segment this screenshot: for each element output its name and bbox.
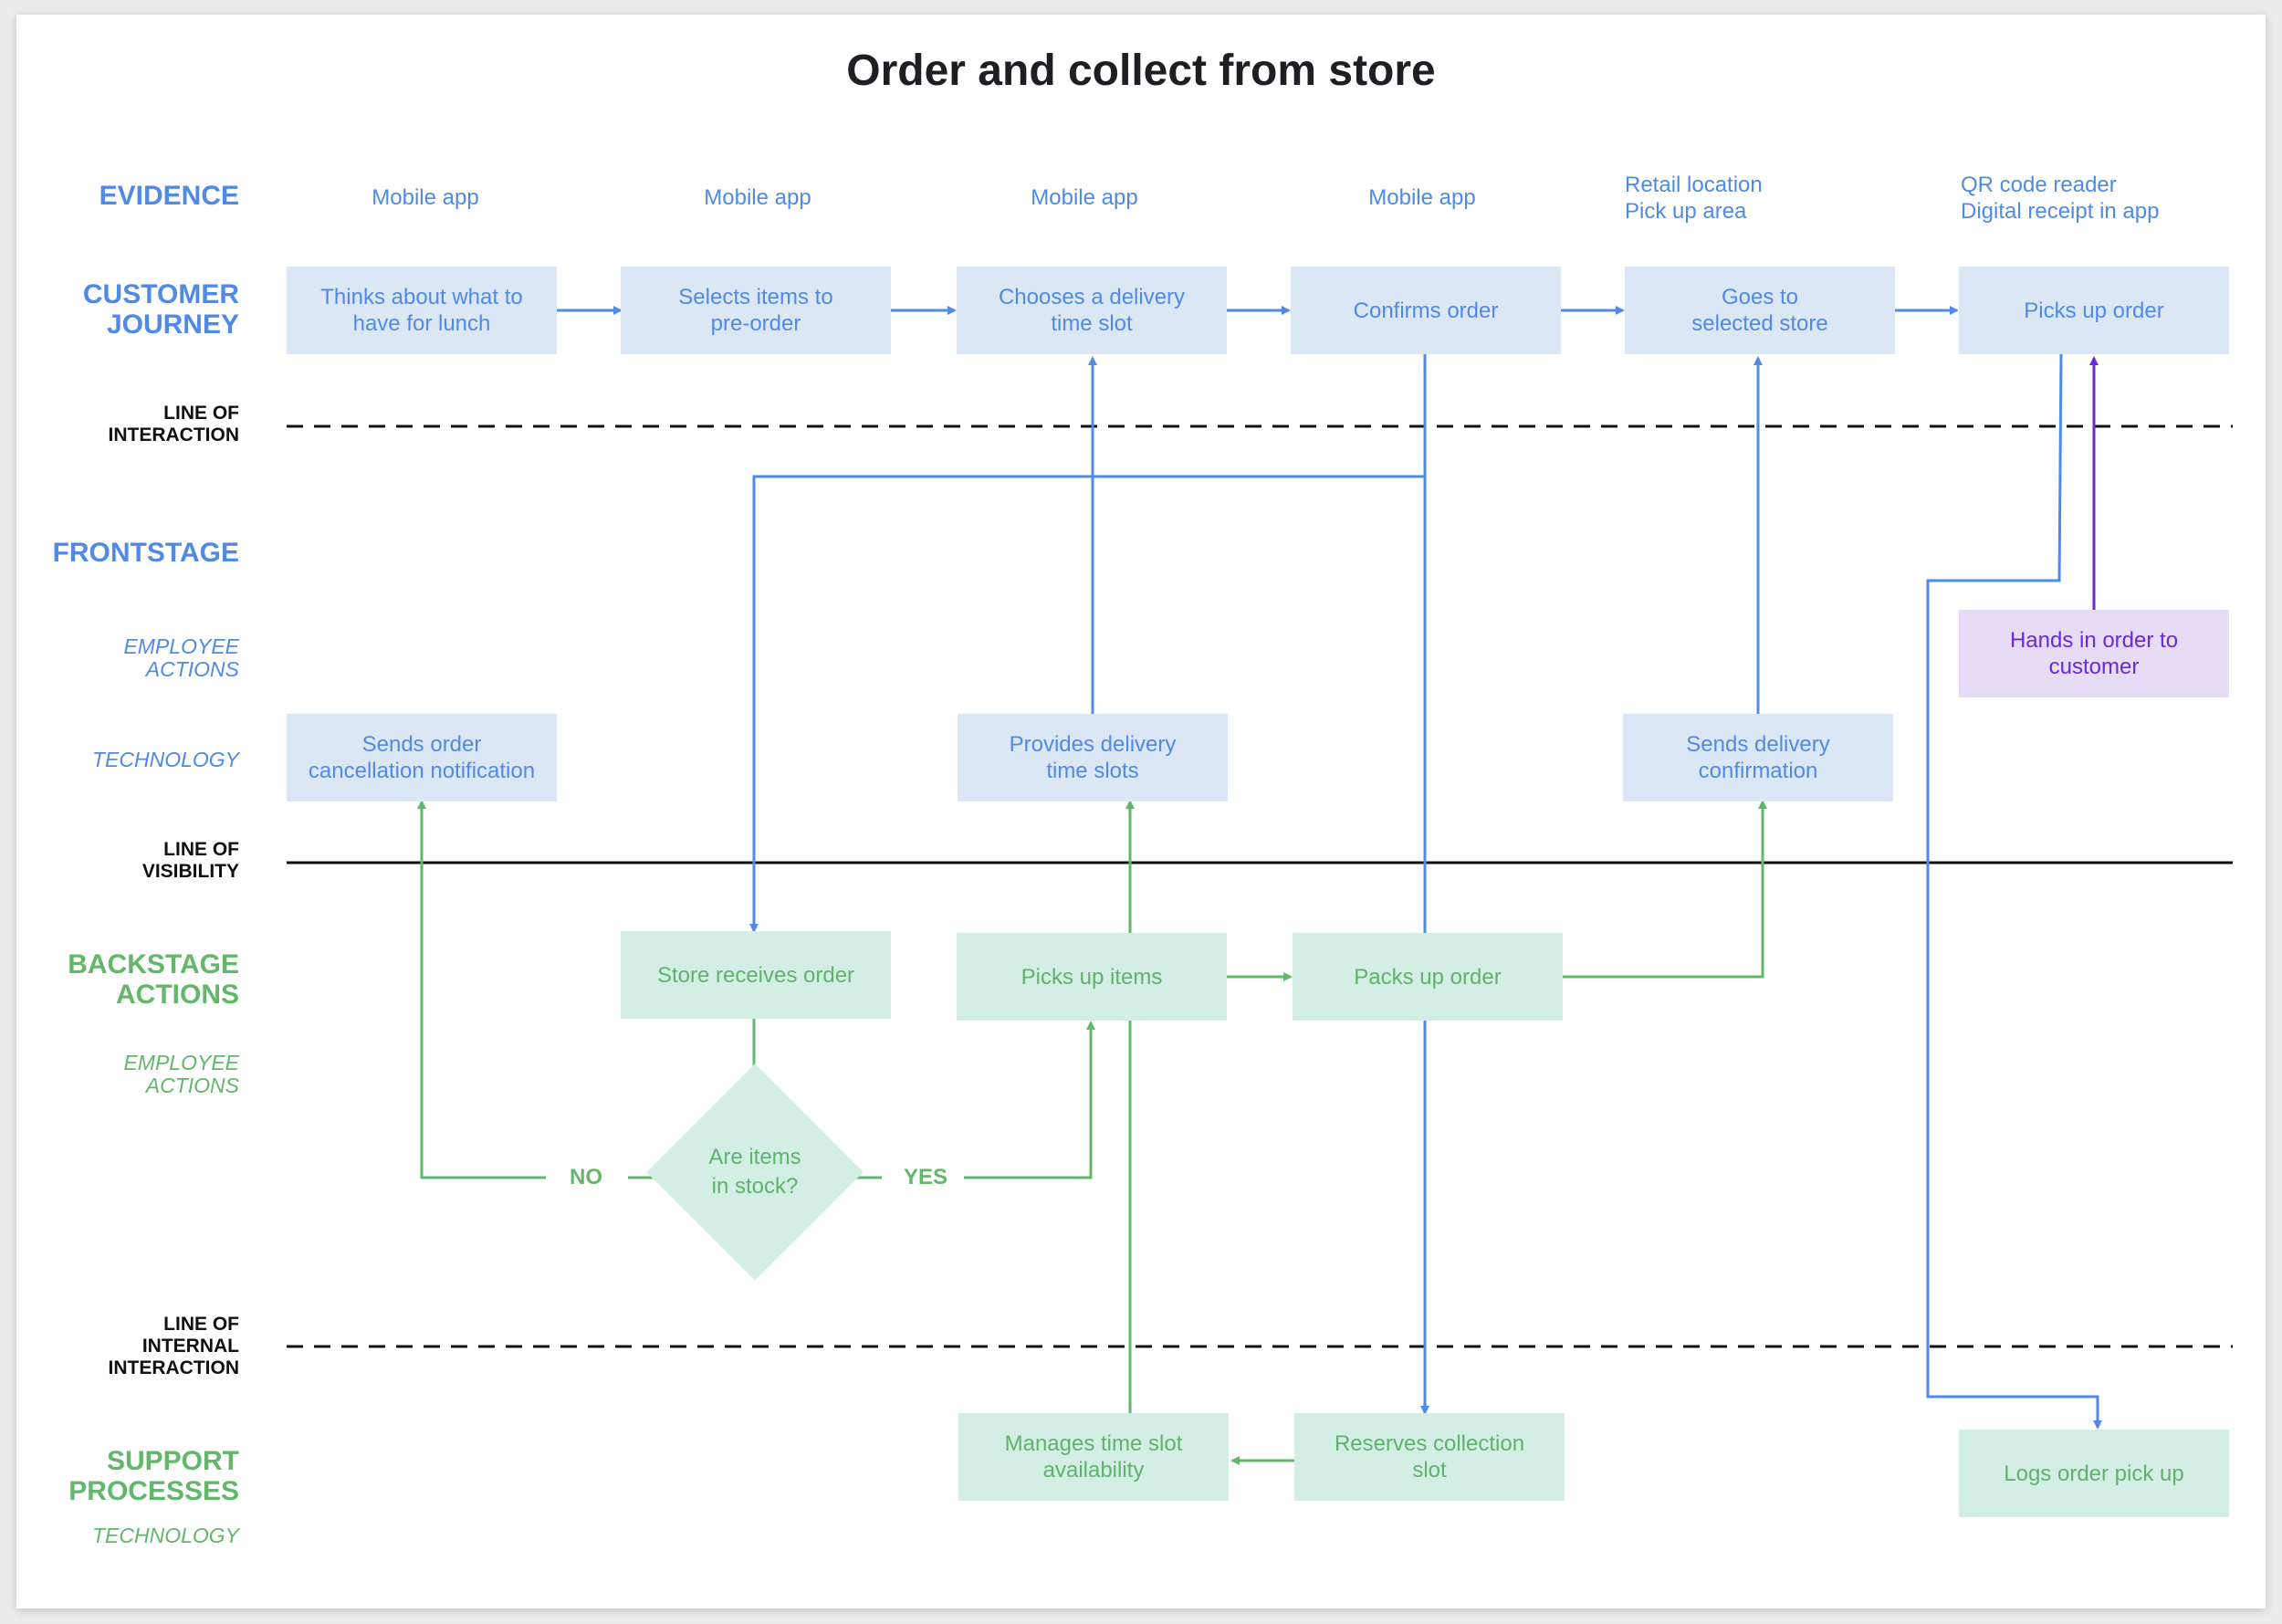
- hands-in-order-box: Hands in order to customer: [1959, 610, 2229, 697]
- lane-customer-journey: CUSTOMER JOURNEY: [82, 279, 239, 340]
- arrow-packs-to-confirmation: [1563, 800, 1767, 979]
- evidence-6: QR code reader Digital receipt in app: [1961, 173, 2160, 224]
- frontstage-technology-label: TECHNOLOGY: [91, 748, 239, 771]
- logs-order-pickup-box: Logs order pick up: [1959, 1430, 2229, 1517]
- reserves-collection-slot-box: Reserves collection slot: [1294, 1413, 1565, 1501]
- in-stock-decision-label: Are items in stock?: [708, 1145, 801, 1199]
- arrow-yes-to-picks: [964, 1021, 1095, 1179]
- journey-step-1: Thinks about what to have for lunch: [287, 267, 557, 354]
- line-of-visibility-label: LINE OF VISIBILITY: [141, 839, 239, 882]
- arrow-pickup-to-logs: [1926, 353, 2102, 1430]
- lane-evidence: EVIDENCE: [99, 181, 239, 211]
- journey-step-3: Chooses a delivery time slot: [957, 267, 1227, 354]
- store-receives-order-box: Store receives order: [621, 931, 891, 1019]
- line-of-internal-interaction-label: LINE OF INTERNAL INTERACTION: [108, 1314, 240, 1378]
- branch-no-label: NO: [564, 1165, 608, 1190]
- picks-up-items-box: Picks up items: [957, 933, 1227, 1021]
- evidence-2: Mobile app: [704, 185, 811, 210]
- evidence-1: Mobile app: [372, 185, 479, 210]
- lane-backstage-actions: BACKSTAGE ACTIONS: [68, 949, 239, 1010]
- arrow-no-to-cancellation: [417, 800, 546, 1179]
- diagram-title: Order and collect from store: [846, 47, 1436, 95]
- journey-step-5: Goes to selected store: [1625, 267, 1895, 354]
- frontstage-employee-actions-label: EMPLOYEE ACTIONS: [123, 634, 239, 681]
- evidence-5: Retail location Pick up area: [1625, 173, 1763, 224]
- manages-time-slot-box: Manages time slot availability: [958, 1413, 1229, 1501]
- journey-step-6: Picks up order: [1959, 267, 2229, 354]
- evidence-3: Mobile app: [1031, 185, 1138, 210]
- lane-frontstage: FRONTSTAGE: [52, 538, 239, 568]
- cancellation-notification-box: Sends order cancellation notification: [287, 714, 557, 802]
- lane-support-processes: SUPPORT PROCESSES: [68, 1446, 239, 1506]
- backstage-employee-actions-label: EMPLOYEE ACTIONS: [123, 1051, 239, 1097]
- packs-up-order-box: Packs up order: [1293, 933, 1563, 1021]
- journey-step-4: Confirms order: [1291, 267, 1561, 354]
- delivery-confirmation-box: Sends delivery confirmation: [1623, 714, 1893, 802]
- journey-step-2: Selects items to pre-order: [621, 267, 891, 354]
- branch-yes-label: YES: [898, 1165, 954, 1190]
- arrow-confirm-to-store: [749, 354, 1427, 933]
- provides-time-slots-box: Provides delivery time slots: [958, 714, 1228, 802]
- evidence-4: Mobile app: [1368, 185, 1476, 210]
- support-technology-label: TECHNOLOGY: [91, 1524, 239, 1547]
- line-of-interaction-label: LINE OF INTERACTION: [108, 403, 240, 445]
